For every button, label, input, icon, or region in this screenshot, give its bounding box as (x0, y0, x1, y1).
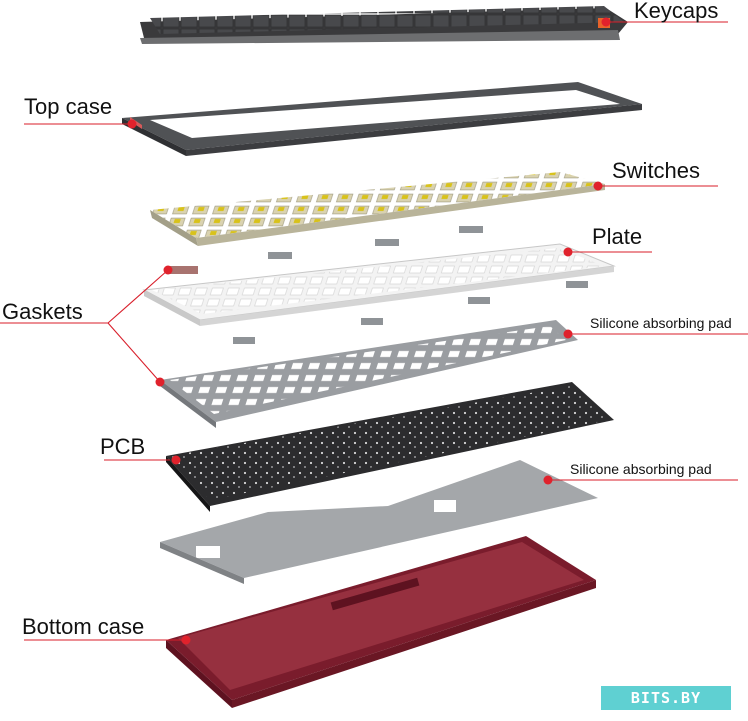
silicone-pad-upper (160, 320, 578, 428)
pcb-layer (166, 382, 614, 512)
gasket (375, 239, 399, 246)
gasket-pieces (166, 226, 588, 344)
gasket (459, 226, 483, 233)
gasket (233, 337, 255, 344)
label-switches: Switches (612, 158, 701, 183)
gasket (268, 252, 292, 259)
keycaps-layer (140, 6, 628, 44)
label-gaskets: Gaskets (2, 299, 83, 324)
plate-layer (142, 243, 616, 326)
label-bottom-case: Bottom case (22, 614, 145, 639)
bottom-case-layer (166, 536, 596, 708)
label-plate: Plate (592, 224, 643, 249)
label-pcb: PCB (100, 434, 146, 459)
leader-lines (0, 21, 748, 641)
gasket (566, 281, 588, 288)
watermark-logo: BITS.BY (601, 686, 731, 710)
label-top-case: Top case (24, 94, 113, 119)
label-silicone-pad-lower: Silicone absorbing pad (570, 461, 712, 477)
label-keycaps: Keycaps (634, 0, 719, 23)
gasket (468, 297, 490, 304)
silicone-pad-lower (160, 460, 598, 584)
gasket (361, 318, 383, 325)
callout-dots (127, 17, 611, 645)
label-silicone-pad-upper: Silicone absorbing pad (590, 315, 732, 331)
switches-layer (150, 172, 605, 246)
top-case-layer (122, 82, 642, 156)
gasket (166, 266, 198, 274)
